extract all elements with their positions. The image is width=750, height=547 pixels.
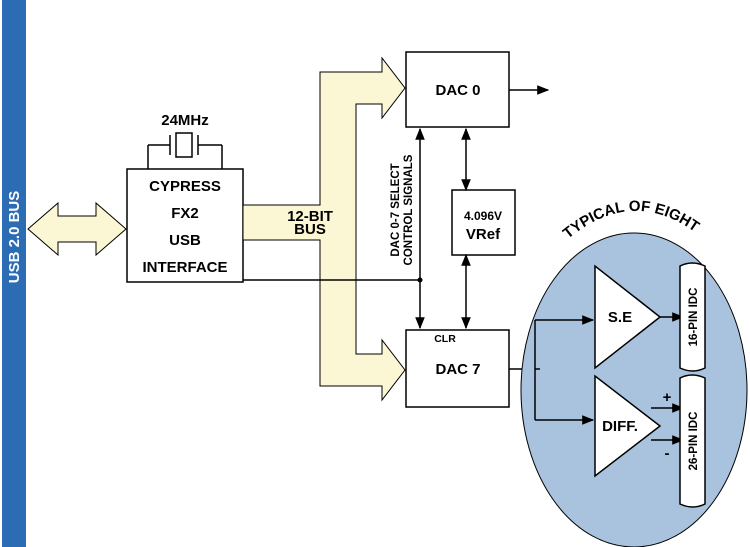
se-amplifier	[594, 264, 662, 370]
twelve-bit-bus	[242, 56, 406, 402]
usb-bus-label: USB 2.0 BUS	[6, 191, 23, 284]
diff-amplifier	[594, 374, 662, 478]
idc-26-connector	[679, 374, 706, 508]
vref-box	[451, 189, 516, 256]
diff-minus-label: -	[665, 445, 670, 462]
clr-label: CLR	[434, 333, 456, 345]
se-label: S.E	[608, 309, 632, 326]
vref-line-1: 4.096V	[464, 209, 502, 223]
bus-width-line-2: BUS	[294, 221, 326, 238]
vref-line-2: VRef	[466, 226, 501, 243]
typical-region	[520, 232, 748, 547]
crystal-oscillator	[147, 132, 223, 169]
fx2-line-3: USB	[169, 232, 201, 249]
idc-16-label: 16-PIN IDC	[688, 288, 700, 347]
fx2-line-1: CYPRESS	[149, 178, 221, 195]
usb-double-arrow	[27, 201, 127, 257]
select-line-1: DAC 0-7 SELECT	[390, 163, 402, 256]
idc-16-connector	[679, 262, 706, 372]
usb-bus-bar	[2, 0, 26, 547]
dac-7-box	[405, 329, 510, 408]
bus-width-line-1: 12-BIT	[287, 208, 333, 225]
diff-label: DIFF.	[602, 418, 638, 435]
select-line-2: CONTROL SIGNALS	[403, 154, 415, 265]
fx2-line-4: INTERFACE	[142, 259, 227, 276]
dac-7-label-text: DAC 7	[435, 361, 480, 378]
output-split	[534, 320, 540, 420]
idc-26-label: 26-PIN IDC	[688, 412, 700, 471]
crystal-label: 24MHz	[161, 112, 209, 129]
diff-plus-label: +	[663, 389, 672, 406]
fx2-line-2: FX2	[171, 205, 199, 222]
dac-0-label: DAC 0	[435, 82, 480, 99]
